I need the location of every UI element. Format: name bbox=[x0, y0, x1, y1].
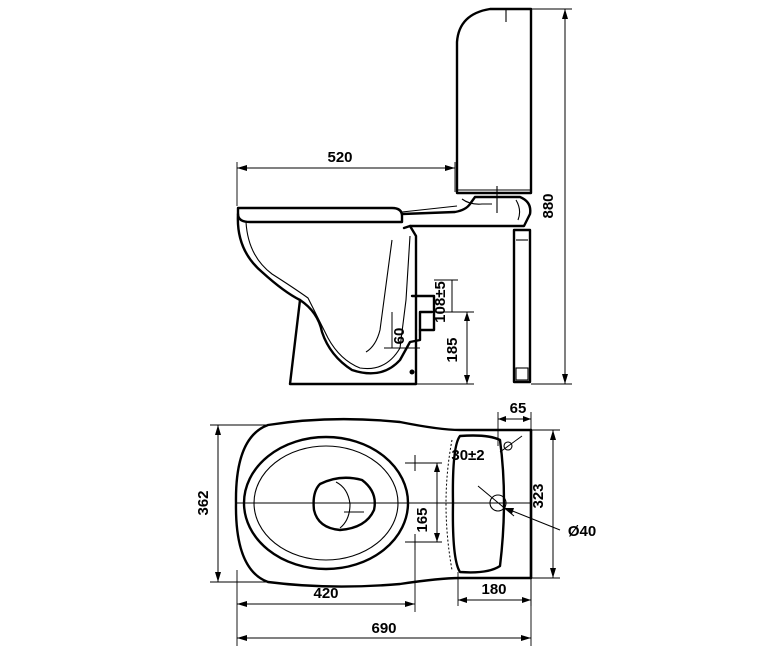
dim-label-165: 165 bbox=[414, 507, 431, 532]
dim-label-690: 690 bbox=[371, 620, 396, 637]
tank-dashed-edge bbox=[445, 439, 453, 571]
small-hole bbox=[503, 441, 513, 451]
top-outer-outline bbox=[234, 417, 533, 588]
drain-opening bbox=[312, 476, 376, 532]
rear-fixing-bracket bbox=[515, 367, 529, 381]
seat-outline bbox=[236, 206, 404, 224]
drain-inner bbox=[335, 481, 364, 529]
trap-outline bbox=[298, 298, 434, 375]
outlet-spigot bbox=[410, 294, 436, 332]
dim-label-65: 65 bbox=[510, 400, 527, 417]
fixing-screw-mark bbox=[409, 369, 415, 375]
cistern-rear-support bbox=[512, 228, 532, 384]
dim-label-40: Ø40 bbox=[568, 523, 596, 540]
dim-label-880: 880 bbox=[540, 193, 557, 218]
dim-label-362: 362 bbox=[195, 490, 212, 515]
dim-label-60: 60 bbox=[391, 328, 408, 345]
dim-label-108: 108±5 bbox=[432, 281, 449, 323]
dim-label-323: 323 bbox=[530, 483, 547, 508]
trap-inner bbox=[365, 239, 393, 353]
dim-label-185: 185 bbox=[444, 337, 461, 362]
dim-label-30: 30±2 bbox=[451, 447, 484, 464]
outlet-hole bbox=[489, 494, 507, 512]
side-view: 520 880 185 108±5 60 bbox=[236, 7, 572, 386]
tank-top-outline bbox=[451, 428, 533, 580]
dim-label-420: 420 bbox=[313, 585, 338, 602]
dim-label-520: 520 bbox=[327, 149, 352, 166]
leader-line-40 bbox=[504, 507, 561, 531]
seat-hinge-line bbox=[401, 205, 458, 213]
tank-connection bbox=[400, 195, 532, 230]
dim-label-180: 180 bbox=[481, 581, 506, 598]
top-view: 362 420 690 165 180 323 bbox=[195, 400, 596, 646]
cistern-outline bbox=[455, 7, 533, 195]
flush-inlet-detail bbox=[461, 198, 521, 221]
bowl-outline bbox=[236, 212, 418, 386]
